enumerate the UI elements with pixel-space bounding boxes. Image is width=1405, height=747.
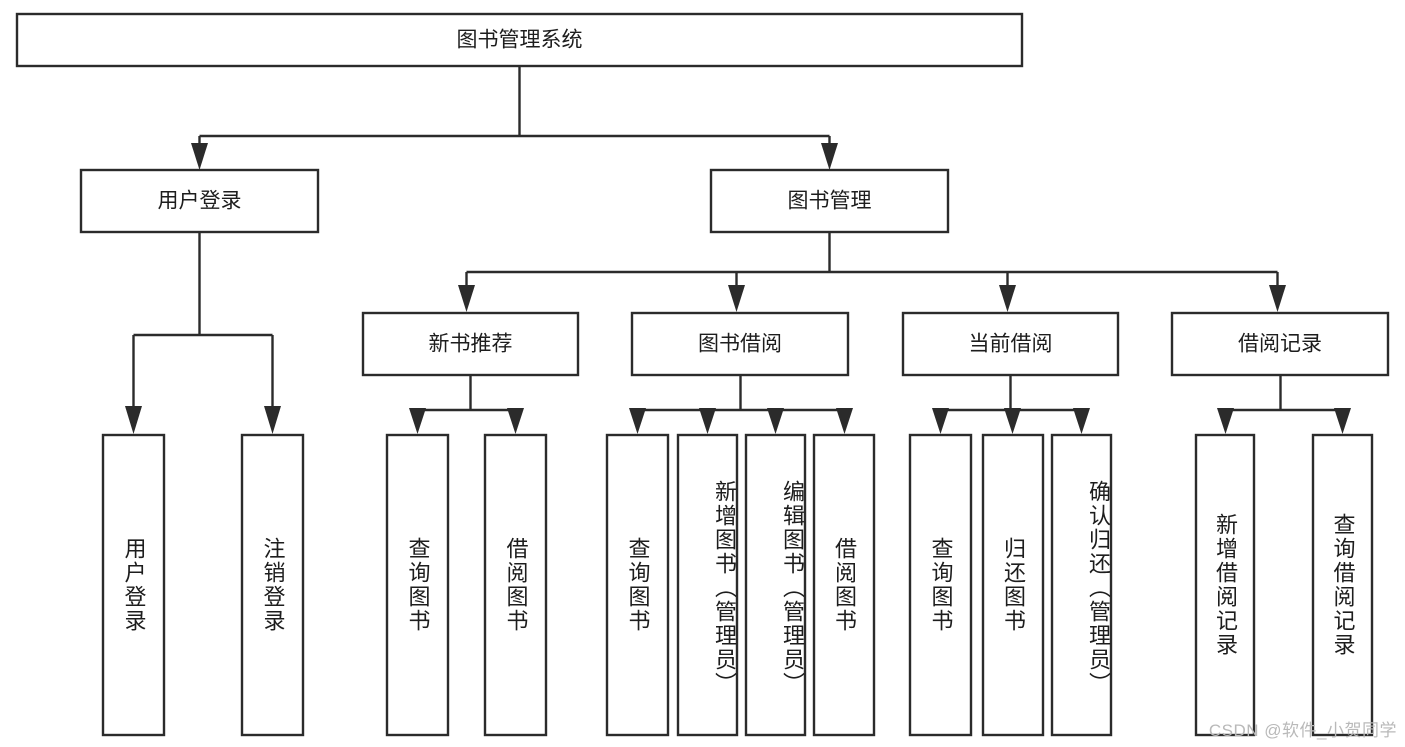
watermark-text: CSDN @软件_小贺同学	[1208, 721, 1397, 740]
node-label-borrow-records: 借阅记录	[1238, 333, 1322, 356]
node-box-leaf-edit-book-admin[interactable]	[744, 433, 807, 737]
arrow-head-book-borrow	[728, 285, 745, 312]
arrow-head-leaf-logout-login	[264, 406, 281, 434]
node-box-leaf-user-login[interactable]	[101, 433, 166, 737]
arrow-head-leaf-query-book-borrow	[629, 408, 646, 434]
node-box-leaf-return-book[interactable]	[981, 433, 1045, 737]
node-label-root: 图书管理系统	[457, 29, 583, 52]
node-label-new-book-recommend: 新书推荐	[429, 333, 513, 356]
arrow-head-new-book-recommend	[458, 285, 475, 312]
node-box-borrow-records[interactable]	[1170, 311, 1390, 377]
arrow-head-leaf-query-book-rec	[409, 408, 426, 434]
node-box-leaf-query-book-borrow[interactable]	[605, 433, 670, 737]
node-box-leaf-add-borrow-record[interactable]	[1194, 433, 1256, 737]
arrow-head-leaf-edit-book-admin	[767, 408, 784, 434]
node-box-leaf-confirm-return-admin[interactable]	[1050, 433, 1113, 737]
node-box-book-borrow[interactable]	[630, 311, 850, 377]
arrow-head-leaf-borrow-book	[836, 408, 853, 434]
node-label-current-borrow: 当前借阅	[969, 333, 1053, 356]
arrow-head-leaf-query-book-current	[932, 408, 949, 434]
node-box-new-book-recommend[interactable]	[361, 311, 580, 377]
node-box-leaf-query-book-rec[interactable]	[385, 433, 450, 737]
arrow-head-book-management	[821, 143, 838, 170]
node-box-current-borrow[interactable]	[901, 311, 1120, 377]
arrow-head-current-borrow	[999, 285, 1016, 312]
arrow-head-leaf-add-book-admin	[699, 408, 716, 434]
node-box-root[interactable]	[15, 12, 1024, 68]
node-box-leaf-add-book-admin[interactable]	[676, 433, 739, 737]
node-layer: 图书管理系统 用户登录 图书管理 新书推荐 图书借阅 当前借阅 借阅记录	[15, 12, 1390, 737]
node-box-leaf-logout-login[interactable]	[240, 433, 305, 737]
node-box-leaf-query-book-current[interactable]	[908, 433, 973, 737]
arrow-head-leaf-return-book	[1004, 408, 1021, 434]
node-label-book-management: 图书管理	[788, 190, 872, 213]
arrow-head-leaf-confirm-return-admin	[1073, 408, 1090, 434]
arrow-head-leaf-borrow-book-rec	[507, 408, 524, 434]
node-box-leaf-borrow-book[interactable]	[812, 433, 876, 737]
arrow-head-leaf-user-login	[125, 406, 142, 434]
node-box-user-login[interactable]	[79, 168, 320, 234]
arrow-head-user-login	[191, 143, 208, 170]
node-box-leaf-borrow-book-rec[interactable]	[483, 433, 548, 737]
node-label-user-login: 用户登录	[158, 190, 242, 213]
connector-layer	[125, 66, 1351, 434]
arrow-head-leaf-add-borrow-record	[1217, 408, 1234, 434]
node-box-leaf-query-borrow-record[interactable]	[1311, 433, 1374, 737]
arrow-head-borrow-records	[1269, 285, 1286, 312]
node-label-book-borrow: 图书借阅	[698, 333, 782, 356]
node-box-book-management[interactable]	[709, 168, 950, 234]
arrow-head-leaf-query-borrow-record	[1334, 408, 1351, 434]
